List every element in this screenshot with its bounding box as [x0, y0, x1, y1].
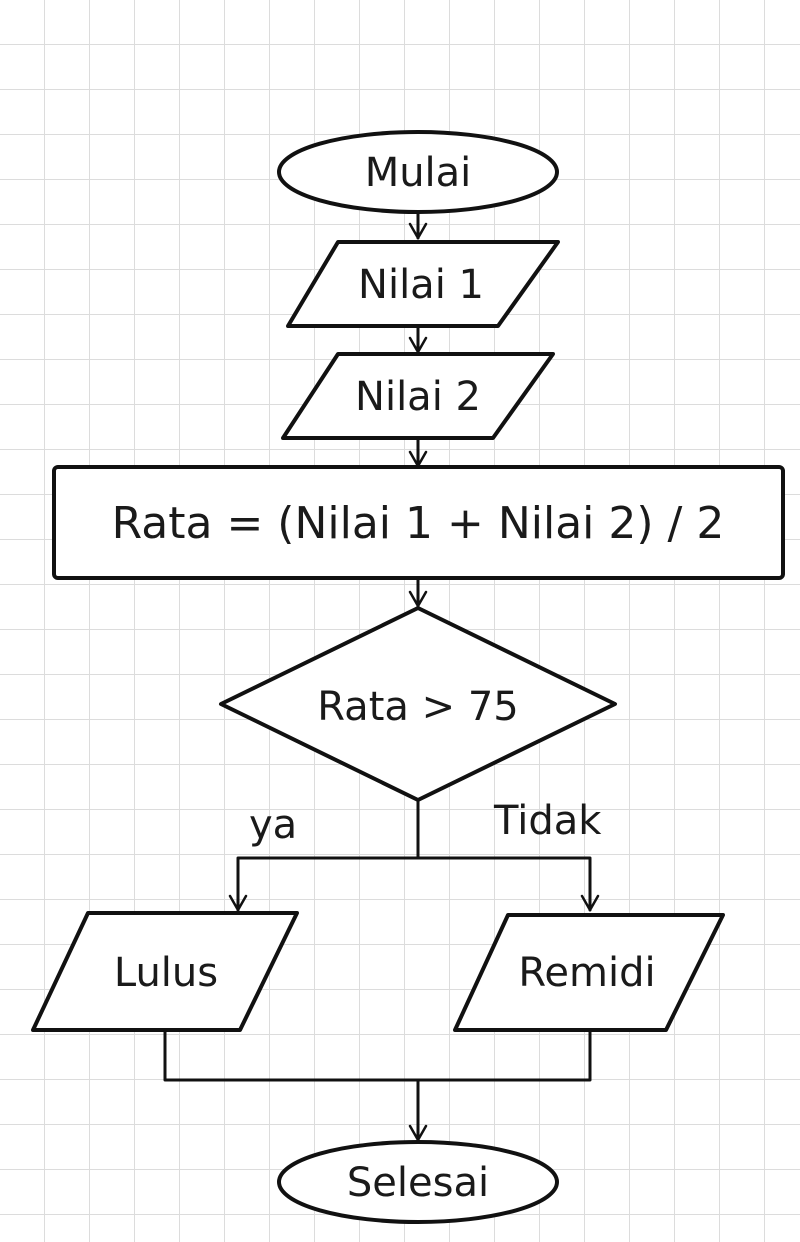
process-label: Rata = (Nilai 1 + Nilai 2) / 2	[112, 498, 725, 549]
output-node-remidi: Remidi	[453, 913, 725, 1032]
decision-label: Rata > 75	[317, 684, 518, 730]
connector-input1-to-input2	[408, 324, 428, 354]
connector-outputs-to-end	[163, 1028, 592, 1142]
connector-input2-to-process	[408, 436, 428, 468]
output-no-label: Remidi	[518, 950, 655, 996]
decision-node: Rata > 75	[219, 606, 617, 802]
start-node: Mulai	[277, 130, 559, 214]
connector-decision-branches	[228, 798, 600, 912]
end-label: Selesai	[347, 1160, 489, 1206]
output-yes-label: Lulus	[114, 950, 218, 996]
branch-yes-label: ya	[249, 802, 297, 848]
connector-start-to-input1	[408, 210, 428, 240]
connector-process-to-decision	[408, 576, 428, 608]
process-node: Rata = (Nilai 1 + Nilai 2) / 2	[52, 465, 785, 580]
branch-no-label: Tidak	[493, 798, 602, 844]
start-label: Mulai	[365, 150, 472, 196]
input2-label: Nilai 2	[355, 374, 481, 420]
input-node-nilai-1: Nilai 1	[286, 240, 560, 328]
input1-label: Nilai 1	[358, 262, 484, 308]
end-node: Selesai	[277, 1140, 559, 1224]
output-node-lulus: Lulus	[31, 911, 299, 1032]
input-node-nilai-2: Nilai 2	[281, 352, 555, 440]
